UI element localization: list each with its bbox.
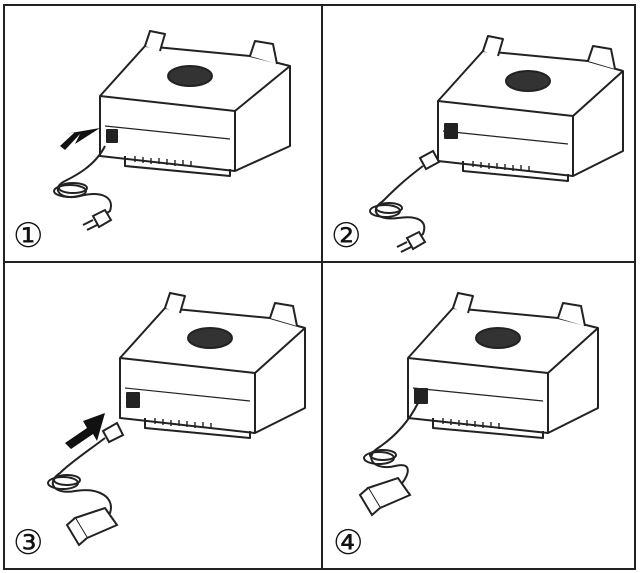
step-1-panel: ① bbox=[5, 6, 321, 261]
charger-unit bbox=[407, 292, 599, 439]
step-3-illustration bbox=[47, 292, 306, 547]
step-number: ③ bbox=[13, 523, 44, 563]
power-cable bbox=[47, 437, 112, 520]
step-2-panel: ② bbox=[323, 6, 634, 261]
power-cable bbox=[363, 402, 419, 489]
charger-unit bbox=[119, 292, 306, 439]
step-2-illustration bbox=[369, 35, 624, 253]
plug bbox=[396, 230, 427, 253]
step-4-panel: ④ bbox=[323, 263, 634, 568]
grid-horizontal-divider bbox=[3, 261, 636, 263]
step-3-panel: ③ bbox=[5, 263, 321, 568]
step-number: ② bbox=[331, 216, 362, 256]
step-number: ④ bbox=[333, 523, 364, 563]
plug bbox=[82, 208, 113, 231]
charger-unit bbox=[99, 30, 291, 177]
step-1-illustration bbox=[53, 30, 291, 231]
uk-plug bbox=[358, 476, 412, 517]
arrow-out bbox=[60, 128, 100, 150]
uk-plug bbox=[65, 506, 119, 547]
power-cable bbox=[53, 145, 112, 219]
cable-connector bbox=[101, 421, 125, 444]
charger-unit bbox=[437, 35, 624, 182]
step-number: ① bbox=[13, 216, 44, 256]
cable-connector bbox=[418, 149, 441, 171]
grid-vertical-divider bbox=[321, 4, 323, 570]
power-cable bbox=[369, 165, 426, 241]
steps-grid bbox=[3, 4, 636, 570]
step-4-illustration bbox=[358, 292, 599, 517]
arrow-in bbox=[65, 413, 105, 449]
